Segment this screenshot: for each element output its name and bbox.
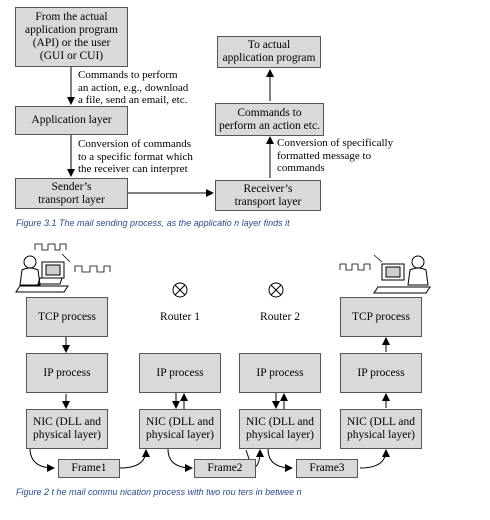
router2-label: Router 2 (260, 311, 300, 323)
receiver-computer-icon (373, 255, 431, 294)
router1-ip-box: IP process (139, 353, 221, 393)
receiver-pulse-icon (339, 254, 383, 271)
router2-nic-box: NIC (DLL and physical layer) (239, 409, 321, 449)
sender-nic-box: NIC (DLL and physical layer) (26, 409, 108, 449)
arrow-frame1-to-router1 (119, 449, 150, 469)
arrow-router1-to-frame2 (167, 448, 193, 472)
arrow-router2-to-frame3 (267, 448, 293, 472)
sender-transport-box: Sender’s transport layer (15, 178, 128, 209)
figure1-caption: Figure 3.1 The mail sending process, as … (16, 218, 290, 228)
sender-computer-icon (15, 255, 69, 293)
frame3-box: Frame3 (296, 459, 358, 478)
router1-label: Router 1 (160, 311, 200, 323)
receiver-nic-box: NIC (DLL and physical layer) (340, 409, 422, 449)
commands-perform-label: Commands to perform an action, e.g., dow… (78, 69, 189, 106)
arrow-nic-to-frame1 (29, 447, 55, 472)
sender-pulse-icon (34, 243, 111, 273)
to-actual-box: To actual application program (217, 36, 321, 68)
figure2-caption: Figure 2 t he mail commu nication proces… (16, 487, 302, 497)
router1-icon (172, 282, 188, 298)
application-layer-box: Application layer (15, 106, 128, 135)
conversion-label: Conversion of commands to a specific for… (78, 138, 193, 175)
commands-to-perform-box: Commands to perform an action etc. (215, 103, 324, 136)
sender-ip-box: IP process (26, 353, 108, 393)
source-box: From the actual application program (API… (15, 7, 128, 67)
receiver-transport-box: Receiver’s transport layer (215, 180, 321, 211)
router1-nic-box: NIC (DLL and physical layer) (139, 409, 221, 449)
frame2-box: Frame2 (194, 459, 256, 478)
sender-tcp-box: TCP process (26, 297, 108, 337)
frame1-box: Frame1 (58, 459, 120, 478)
conversion-specific-label: Conversion of specifically formatted mes… (277, 137, 394, 174)
receiver-tcp-box: TCP process (340, 297, 422, 337)
router2-ip-box: IP process (239, 353, 321, 393)
receiver-ip-box: IP process (340, 353, 422, 393)
router2-icon (268, 282, 284, 298)
arrow-frame3-to-nic (359, 449, 390, 469)
